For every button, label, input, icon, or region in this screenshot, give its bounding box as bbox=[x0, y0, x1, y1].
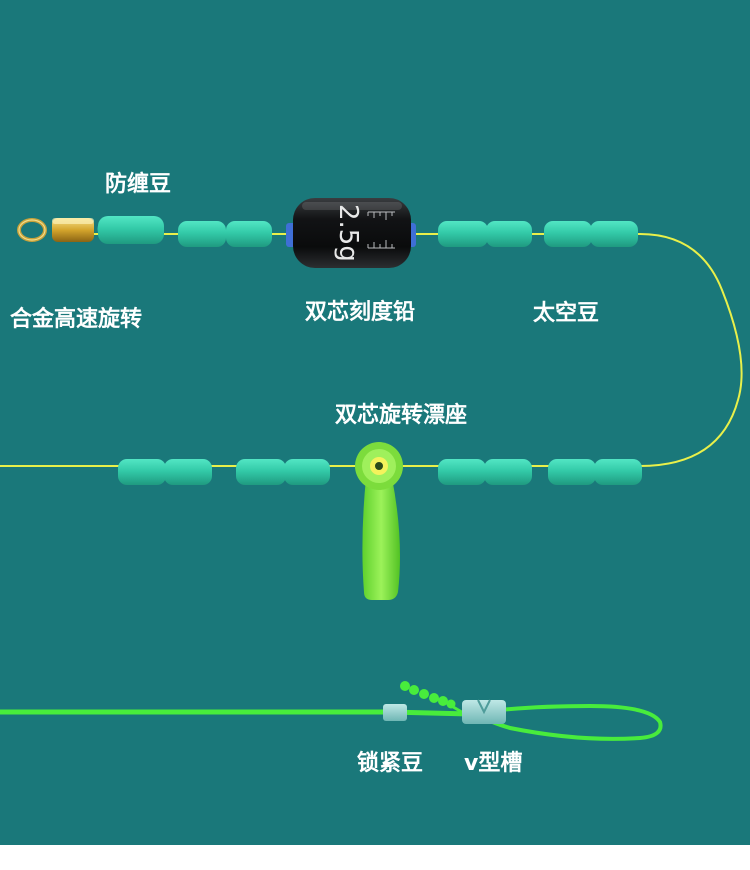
lower-line-system bbox=[0, 681, 663, 741]
sinker-weight-text: 2.5g bbox=[333, 204, 363, 262]
label-v-groove: v型槽 bbox=[464, 751, 523, 776]
background-panel bbox=[0, 0, 750, 845]
label-anti-tangle-bead: 防缠豆 bbox=[105, 172, 172, 197]
bead-group-top-right bbox=[438, 221, 638, 247]
bead-group-middle bbox=[118, 459, 642, 485]
label-space-bean: 太空豆 bbox=[533, 301, 600, 326]
locking-bean bbox=[383, 704, 407, 721]
label-alloy-swivel: 合金高速旋转 bbox=[10, 307, 143, 332]
swivel-float-seat bbox=[355, 442, 403, 600]
bead-group-top-left bbox=[178, 221, 272, 247]
main-fishing-line bbox=[0, 233, 743, 467]
anti-tangle-bead bbox=[98, 216, 164, 244]
label-scale-sinker: 双芯刻度铅 bbox=[305, 300, 416, 325]
scale-sinker: 2.5g bbox=[286, 198, 416, 268]
label-float-seat: 双芯旋转漂座 bbox=[335, 403, 468, 428]
label-locking-bean: 锁紧豆 bbox=[357, 751, 424, 776]
